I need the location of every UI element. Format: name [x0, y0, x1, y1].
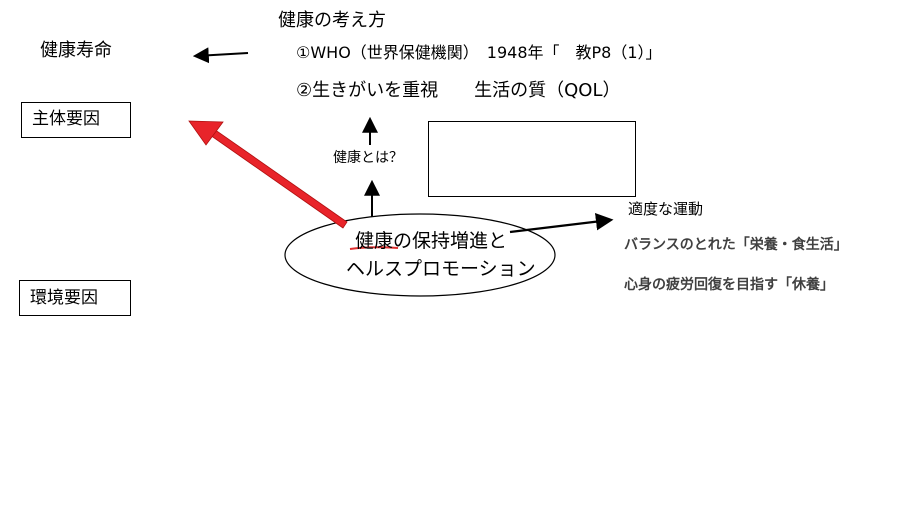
exercise-label: 適度な運動 [628, 200, 704, 218]
qol-item: ②生きがいを重視 生活の質（QOL） [296, 80, 621, 101]
health-promotion-line2: ヘルスプロモーション [346, 258, 536, 280]
line1-rest: の保持増進と [393, 230, 508, 252]
arrow-to-healthy-lifespan [192, 47, 249, 64]
word-health: 健康 [355, 230, 394, 252]
red-arrow-to-subjective-factors [188, 120, 348, 229]
slide-title: 健康の考え方 [278, 10, 386, 31]
subjective-factors-box: 主体要因 [21, 102, 131, 138]
nutrition-label: バランスのとれた「栄養・食生活」 [624, 237, 848, 253]
health-underline [349, 246, 399, 250]
health-promotion-line1: 健康の保持増進と [355, 232, 507, 251]
environmental-factors-label: 環境要因 [30, 288, 98, 308]
what-is-health-label: 健康とは？ [333, 150, 403, 166]
healthy-lifespan-label: 健康寿命 [40, 40, 112, 61]
health-promotion-ellipse [284, 213, 556, 297]
who-definition-item: ①WHO（世界保健機関） 1948年「 教P8（1）」 [296, 43, 662, 62]
subjective-factors-label: 主体要因 [32, 109, 100, 129]
rest-label: 心身の疲労回復を目指す「休養」 [624, 277, 834, 293]
answer-box [428, 121, 636, 197]
arrow-to-exercise [509, 212, 614, 234]
environmental-factors-box: 環境要因 [19, 280, 131, 316]
